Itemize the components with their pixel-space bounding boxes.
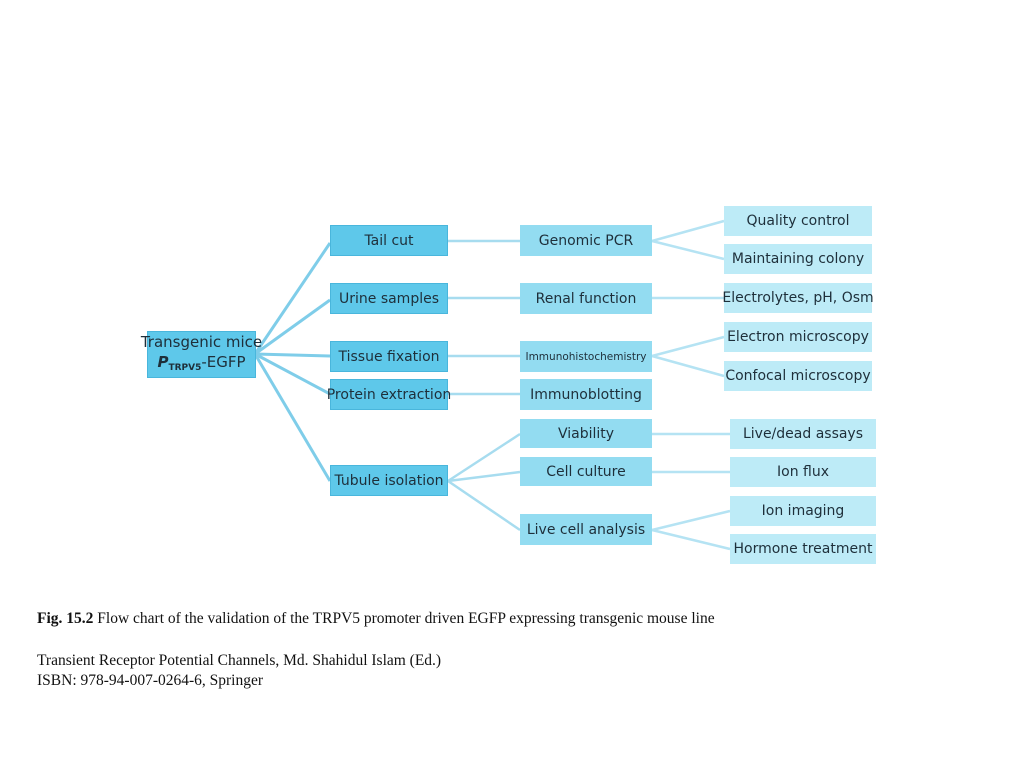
node-tubule-isolation: Tubule isolation: [330, 465, 448, 496]
root-p-suffix: -EGFP: [201, 352, 246, 371]
node-live-cell-analysis: Live cell analysis: [520, 514, 652, 545]
figure-text: Flow chart of the validation of the TRPV…: [93, 610, 715, 627]
level2-connectors: [651, 219, 731, 551]
connector-root-urine: [254, 298, 331, 356]
connector-tubule-live: [447, 479, 521, 532]
root-p-label: P: [157, 352, 169, 371]
root-line1: Transgenic mice: [140, 332, 263, 351]
node-ion-imaging: Ion imaging: [730, 496, 876, 526]
source-line-2: ISBN: 978-94-007-0264-6, Springer: [37, 672, 264, 689]
node-protein-extraction: Protein extraction: [327, 379, 451, 410]
root-connectors: [253, 242, 332, 482]
node-tail-cut: Tail cut: [330, 225, 448, 256]
node-hormone-treatment: Hormone treatment: [730, 534, 876, 564]
node-genomic-pcr: Genomic PCR: [520, 225, 652, 256]
node-confocal-microscopy: Confocal microscopy: [724, 361, 872, 391]
connector-pcr-quality: [651, 219, 725, 243]
connector-pcr-colony: [651, 239, 725, 261]
connector-live-ionimaging: [651, 509, 731, 532]
node-electrolytes: Electrolytes, pH, Osm: [722, 283, 874, 313]
connector-ihc-confocal: [651, 354, 725, 378]
node-electron-microscopy: Electron microscopy: [724, 322, 872, 352]
node-live-dead-assays: Live/dead assays: [730, 419, 876, 449]
connector-root-tubule: [253, 353, 332, 482]
root-line2: PTRPV5-EGFP: [157, 352, 245, 378]
node-transgenic-mice: Transgenic mice PTRPV5-EGFP: [141, 331, 262, 378]
node-immunohistochemistry: Immunohistochemistry: [520, 341, 652, 372]
figure-caption: Fig. 15.2 Flow chart of the validation o…: [37, 610, 715, 628]
node-ion-flux: Ion flux: [730, 457, 876, 487]
level1-connectors: [447, 239, 521, 532]
connector-root-protein: [254, 352, 331, 396]
root-p-sub: TRPV5: [168, 362, 202, 373]
node-cell-culture: Cell culture: [520, 457, 652, 486]
connector-tubule-viability: [447, 432, 521, 483]
node-urine-samples: Urine samples: [330, 283, 448, 314]
node-tissue-fixation: Tissue fixation: [330, 341, 448, 372]
connector-tubule-culture: [447, 470, 521, 483]
connector-ihc-electron: [651, 335, 725, 358]
node-quality-control: Quality control: [724, 206, 872, 236]
node-viability: Viability: [520, 419, 652, 448]
connector-root-tail-cut: [253, 242, 332, 355]
node-renal-function: Renal function: [520, 283, 652, 314]
connector-live-hormone: [651, 528, 731, 551]
node-immunoblotting: Immunoblotting: [520, 379, 652, 410]
source-line-1: Transient Receptor Potential Channels, M…: [37, 652, 442, 669]
connector-root-tissue: [254, 352, 331, 358]
node-maintaining-colony: Maintaining colony: [724, 244, 872, 274]
figure-label: Fig. 15.2: [37, 610, 94, 627]
